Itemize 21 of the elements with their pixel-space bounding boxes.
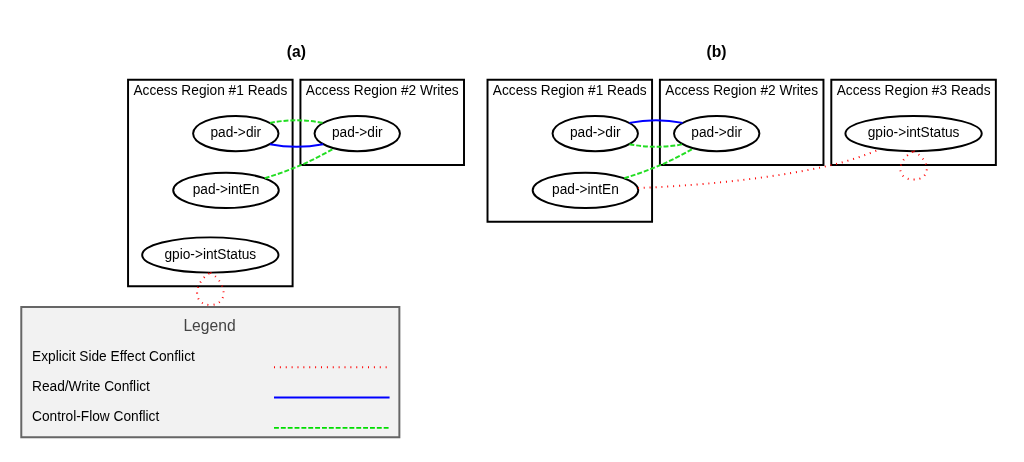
label: (a) bbox=[286, 42, 306, 60]
node-ellipse: pad->intEn bbox=[531, 171, 640, 209]
node-ellipse: gpio->intStatus bbox=[141, 235, 280, 274]
legend-label: Control-Flow Conflict bbox=[32, 408, 160, 424]
node-ellipse: pad->dir bbox=[551, 114, 639, 152]
label: (b) bbox=[706, 42, 727, 60]
connector bbox=[628, 142, 684, 148]
node-ellipse: gpio->intStatus bbox=[844, 114, 983, 152]
connector bbox=[899, 149, 928, 181]
node-ellipse: pad->dir bbox=[313, 114, 401, 152]
connector bbox=[196, 271, 225, 306]
connector bbox=[623, 146, 695, 179]
label: Legend bbox=[183, 316, 236, 334]
node-ellipse: pad->intEn bbox=[172, 171, 280, 209]
connector bbox=[628, 118, 684, 124]
connector bbox=[268, 142, 325, 148]
legend-label: Read/Write Conflict bbox=[32, 378, 150, 394]
connector bbox=[268, 118, 325, 124]
legend-label: Explicit Side Effect Conflict bbox=[32, 347, 195, 363]
node-ellipse: pad->dir bbox=[192, 114, 280, 152]
node-ellipse: pad->dir bbox=[673, 114, 761, 152]
